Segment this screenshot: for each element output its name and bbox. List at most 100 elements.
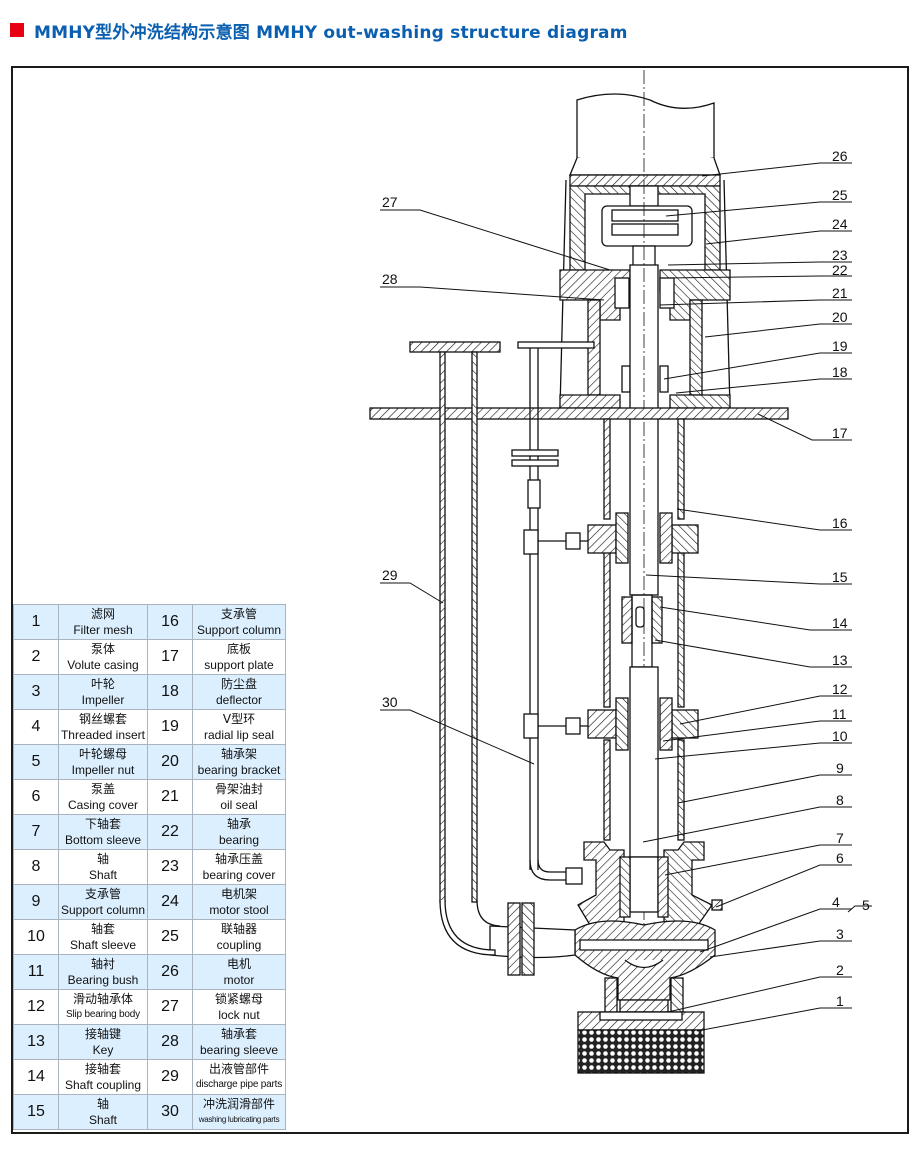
callout-26: 26: [832, 148, 848, 164]
part-number: 27: [147, 989, 193, 1025]
part-name-english: discharge pipe parts: [195, 1078, 283, 1090]
part-number: 12: [13, 989, 59, 1025]
callout-9: 9: [836, 760, 844, 776]
callouts-left: 27 28 29 30: [382, 194, 398, 710]
callout-17: 17: [832, 425, 848, 441]
part-name-english: Shaft: [88, 867, 118, 882]
upper-slip-bearing-body: [587, 512, 699, 564]
callout-1: 1: [836, 993, 844, 1009]
part-number: 26: [147, 954, 193, 990]
part-name-english: Slip bearing body: [66, 1008, 140, 1020]
part-name-chinese: 泵盖: [90, 781, 115, 796]
part-name-chinese: 泵体: [90, 641, 115, 656]
part-name-chinese: 轴承压盖: [214, 851, 263, 866]
part-name-chinese: 联轴器: [220, 921, 257, 936]
part-number: 10: [13, 919, 59, 955]
callouts-right: 26 25 24 23 22 21 20 19 18 17 16 15 14 1…: [832, 148, 870, 1009]
part-name-english: bearing sleeve: [199, 1042, 279, 1057]
part-name: 滑动轴承体 Slip bearing body: [58, 989, 148, 1025]
part-number: 22: [147, 814, 193, 850]
title-bar: MMHY型外冲洗结构示意图 MMHY out-washing structure…: [10, 18, 628, 43]
callout-29: 29: [382, 567, 398, 583]
base-flange-inner: [599, 1011, 683, 1021]
callout-4: 4: [832, 894, 840, 910]
part-name-english: Support column: [196, 622, 282, 637]
part-number: 30: [147, 1094, 193, 1130]
part-name-english: Bearing bush: [67, 972, 139, 987]
part-number: 25: [147, 919, 193, 955]
part-number: 23: [147, 849, 193, 885]
callout-11: 11: [832, 706, 847, 722]
diagram-frame: [11, 66, 909, 1134]
part-name-english: Support column: [60, 902, 146, 917]
shaft-coupling: [621, 594, 663, 668]
part-name-chinese: 接轴键: [84, 1026, 121, 1041]
part-name-chinese: 滑动轴承体: [72, 991, 133, 1006]
callout-12: 12: [832, 681, 848, 697]
part-name-chinese: 接轴套: [84, 1061, 121, 1076]
part-name-chinese: 轴衬: [90, 956, 115, 971]
part-name-english: coupling: [216, 937, 262, 952]
discharge-pipe: [409, 341, 535, 976]
coupling: [601, 185, 693, 271]
part-name-chinese: 轴承架: [220, 746, 257, 761]
part-number: 7: [13, 814, 59, 850]
part-number: 28: [147, 1024, 193, 1060]
callout-18: 18: [832, 364, 848, 380]
callout-2: 2: [836, 962, 844, 978]
callout-16: 16: [832, 515, 848, 531]
part-name-chinese: 底板: [226, 641, 251, 656]
part-name-english: Key: [92, 1042, 114, 1057]
part-name-chinese: 锁紧螺母: [214, 991, 263, 1006]
part-number: 29: [147, 1059, 193, 1095]
part-name-english: Threaded insert: [60, 727, 146, 742]
part-name-chinese: 轴承套: [220, 1026, 257, 1041]
bearing-right: [659, 277, 675, 309]
part-name-chinese: 防尘盘: [220, 676, 257, 691]
callout-6: 6: [836, 850, 844, 866]
part-name-english: oil seal: [220, 797, 258, 812]
bearing-left: [614, 277, 630, 309]
part-number: 4: [13, 709, 59, 745]
callout-25: 25: [832, 187, 848, 203]
part-name-english: Filter mesh: [73, 622, 133, 637]
part-number: 2: [13, 639, 59, 675]
part-name-english: lock nut: [218, 1007, 260, 1022]
callout-27: 27: [382, 194, 398, 210]
callout-28: 28: [382, 271, 398, 287]
title-marker-icon: [10, 23, 24, 37]
part-number: 6: [13, 779, 59, 815]
part-name-english: Shaft: [88, 1112, 118, 1127]
support-column-lower: [603, 739, 685, 841]
part-number: 5: [13, 744, 59, 780]
callout-3: 3: [836, 926, 844, 942]
callout-10: 10: [832, 728, 848, 744]
part-number: 21: [147, 779, 193, 815]
part-name-english: Impeller: [81, 692, 125, 707]
callout-14: 14: [832, 615, 848, 631]
part-number: 9: [13, 884, 59, 920]
